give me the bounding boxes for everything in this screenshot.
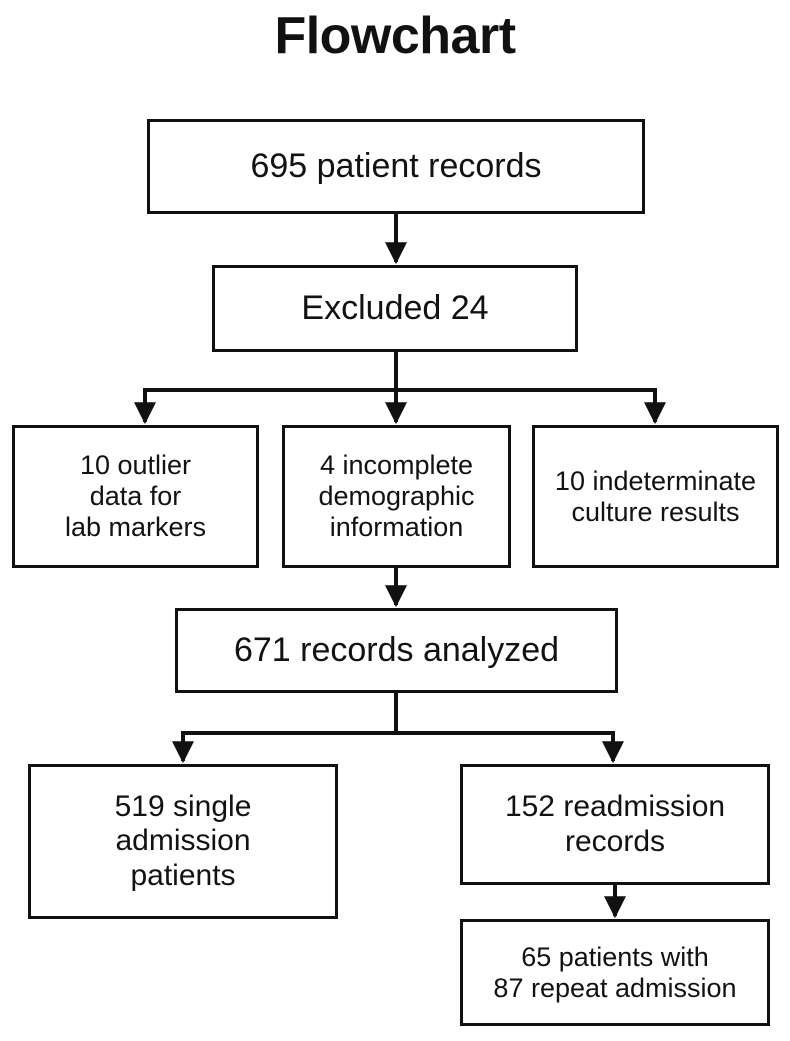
node-patient-records-label: 695 patient records: [250, 147, 542, 186]
node-single-admission-patients-label: 519 single admission patients: [114, 790, 252, 892]
node-indeterminate-culture[interactable]: 10 indeterminate culture results: [532, 425, 779, 568]
node-excluded-label: Excluded 24: [301, 289, 489, 328]
node-repeat-admission[interactable]: 65 patients with 87 repeat admission: [460, 919, 770, 1026]
node-excluded[interactable]: Excluded 24: [212, 265, 578, 352]
node-incomplete-demographic-label: 4 incomplete demographic information: [318, 450, 475, 542]
node-patient-records[interactable]: 695 patient records: [147, 119, 645, 214]
node-single-admission-patients[interactable]: 519 single admission patients: [28, 764, 338, 919]
node-outlier-lab-markers[interactable]: 10 outlier data for lab markers: [12, 425, 259, 568]
page-title: Flowchart: [274, 7, 516, 65]
node-indeterminate-culture-label: 10 indeterminate culture results: [554, 465, 757, 527]
node-readmission-records[interactable]: 152 readmission records: [460, 764, 770, 885]
node-records-analyzed[interactable]: 671 records analyzed: [175, 608, 618, 693]
node-records-analyzed-label: 671 records analyzed: [233, 631, 560, 670]
node-incomplete-demographic[interactable]: 4 incomplete demographic information: [282, 425, 511, 568]
node-repeat-admission-label: 65 patients with 87 repeat admission: [493, 941, 737, 1003]
node-readmission-records-label: 152 readmission records: [504, 790, 726, 858]
node-outlier-lab-markers-label: 10 outlier data for lab markers: [64, 450, 207, 542]
